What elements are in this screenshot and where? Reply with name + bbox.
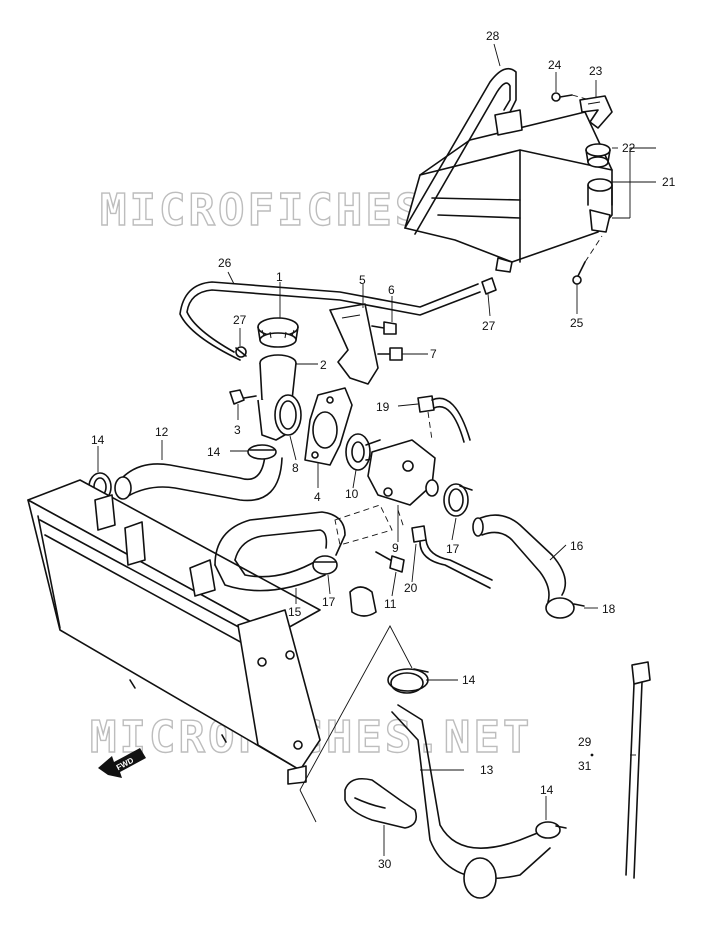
callout-30: 30 [378, 857, 392, 871]
callout-26: 26 [218, 256, 232, 270]
callout-16: 16 [570, 539, 584, 553]
bracket-5 [329, 303, 379, 385]
bolt-6 [371, 321, 397, 335]
callout-5: 5 [359, 273, 366, 287]
callout-8: 8 [292, 461, 299, 475]
callout-31: 31 [578, 759, 592, 773]
callout-12: 12 [155, 425, 169, 439]
clip-11-area [349, 586, 377, 617]
hose-clip-30 [344, 777, 418, 829]
thermostat-housing [367, 439, 439, 506]
radiator-upper-hose [114, 454, 283, 502]
reservoir-cap [585, 143, 611, 168]
callout-24: 24 [548, 58, 562, 72]
thermostat-case [304, 387, 353, 466]
bolt-3 [229, 389, 257, 405]
callout-27-right: 27 [482, 319, 496, 333]
hose-clamp-17-upper [443, 483, 473, 517]
bolt-25 [572, 261, 586, 285]
radiator-lower-hose [214, 511, 346, 592]
callout-13: 13 [480, 763, 494, 777]
callout-7: 7 [430, 347, 437, 361]
callout-11: 11 [384, 597, 397, 611]
callout-14-detail-right: 14 [540, 783, 554, 797]
bolt-24 [551, 92, 573, 102]
o-ring [274, 394, 302, 436]
clamp-27-right [481, 277, 497, 295]
hose-clamp-18 [545, 597, 585, 619]
callout-29: 29 [578, 735, 592, 749]
callout-14-left: 14 [91, 433, 105, 447]
callout-22: 22 [622, 141, 636, 155]
callout-3: 3 [234, 423, 241, 437]
temperature-sensor [417, 395, 471, 443]
bolt-7 [377, 347, 403, 361]
callout-28: 28 [486, 29, 500, 43]
lower-radiator-hose-detail [390, 672, 551, 899]
callout-23: 23 [589, 64, 603, 78]
water-pump-hose [472, 514, 567, 603]
leader-lines [97, 43, 656, 856]
callout-25: 25 [570, 316, 584, 330]
callout-6: 6 [388, 283, 395, 297]
callout-14-mid: 14 [207, 445, 221, 459]
hose-clamp-17-lower [312, 555, 338, 575]
cable-tie [625, 661, 651, 879]
filler-cap [257, 317, 299, 348]
callout-19: 19 [376, 400, 390, 414]
callout-17-upper: 17 [446, 542, 460, 556]
callout-10: 10 [345, 487, 359, 501]
callout-27-left: 27 [233, 313, 247, 327]
callout-18: 18 [602, 602, 616, 616]
callout-9: 9 [392, 541, 399, 555]
overflow-hose [404, 67, 517, 235]
temperature-sender [411, 525, 493, 589]
callout-4: 4 [314, 490, 321, 504]
callout-1: 1 [276, 270, 283, 284]
callout-21: 21 [662, 175, 676, 189]
callout-2: 2 [320, 358, 327, 372]
callout-29-31-dot [590, 753, 594, 757]
bolt-11 [375, 551, 405, 573]
clamp-27-left [235, 346, 247, 358]
callout-20: 20 [404, 581, 418, 595]
hose-clamp-14-detail-right [535, 821, 567, 839]
callout-14-detail-top: 14 [462, 673, 476, 687]
reservoir-bracket [579, 95, 613, 129]
callout-15: 15 [288, 605, 302, 619]
reservoir-tank [404, 109, 613, 273]
callout-17-lower: 17 [322, 595, 336, 609]
siphon-hose [179, 281, 481, 361]
radiator [27, 479, 321, 785]
hose-clamp-14-top [247, 444, 277, 460]
